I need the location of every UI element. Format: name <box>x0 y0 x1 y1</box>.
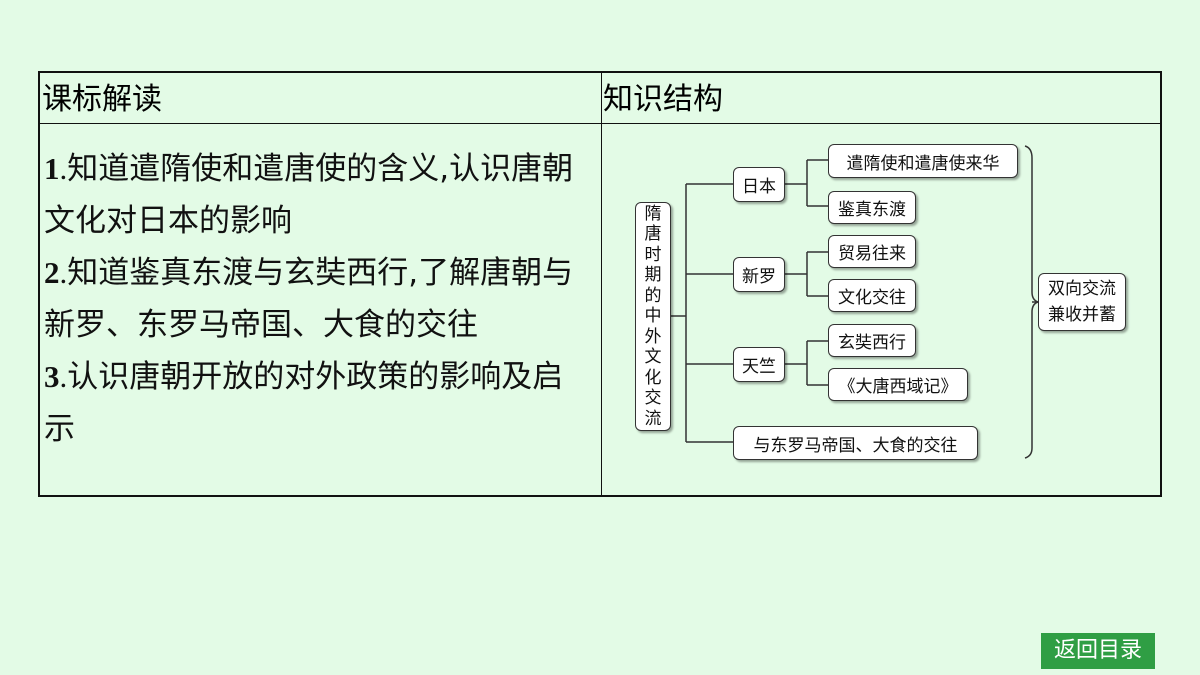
japan-child-jianzhen: 鉴真东渡 <box>828 191 916 224</box>
objective-1: 1.知道遣隋使和遣唐使的含义,认识唐朝文化对日本的影响 <box>44 151 574 239</box>
japan-child-envoys: 遣隋使和遣唐使来华 <box>828 144 1018 178</box>
objective-2: 2.知道鉴真东渡与玄奘西行,了解唐朝与新罗、东罗马帝国、大食的交往 <box>44 255 574 343</box>
header-divider <box>40 123 1160 124</box>
knowledge-structure-header: 知识结构 <box>603 82 723 117</box>
content-table: 课标解读 知识结构 1.知道遣隋使和遣唐使的含义,认识唐朝文化对日本的影响 2.… <box>38 71 1162 497</box>
summary-box: 双向交流 兼收并蓄 <box>1038 273 1126 331</box>
column-divider <box>601 73 602 495</box>
objectives-text: 1.知道遣隋使和遣唐使的含义,认识唐朝文化对日本的影响 2.知道鉴真东渡与玄奘西… <box>44 143 594 455</box>
silla-child-culture: 文化交往 <box>828 279 916 312</box>
silla-child-trade: 贸易往来 <box>828 235 916 268</box>
india-child-xuanzang: 玄奘西行 <box>828 324 916 357</box>
objective-3: 3.认识唐朝开放的对外政策的影响及启示 <box>44 359 564 447</box>
back-to-contents-button[interactable]: 返回目录 <box>1041 633 1155 669</box>
root-topic-box: 隋唐时期的中外文化交流 <box>635 202 671 431</box>
curriculum-header: 课标解读 <box>42 82 162 117</box>
branch-rome-arabia: 与东罗马帝国、大食的交往 <box>733 426 978 460</box>
knowledge-mindmap: 隋唐时期的中外文化交流 日本 遣隋使和遣唐使来华 鉴真东渡 新罗 贸易往来 文化… <box>600 122 1160 492</box>
branch-silla: 新罗 <box>733 257 785 292</box>
india-child-record: 《大唐西域记》 <box>828 368 968 401</box>
branch-japan: 日本 <box>733 167 785 202</box>
branch-india: 天竺 <box>733 347 785 382</box>
